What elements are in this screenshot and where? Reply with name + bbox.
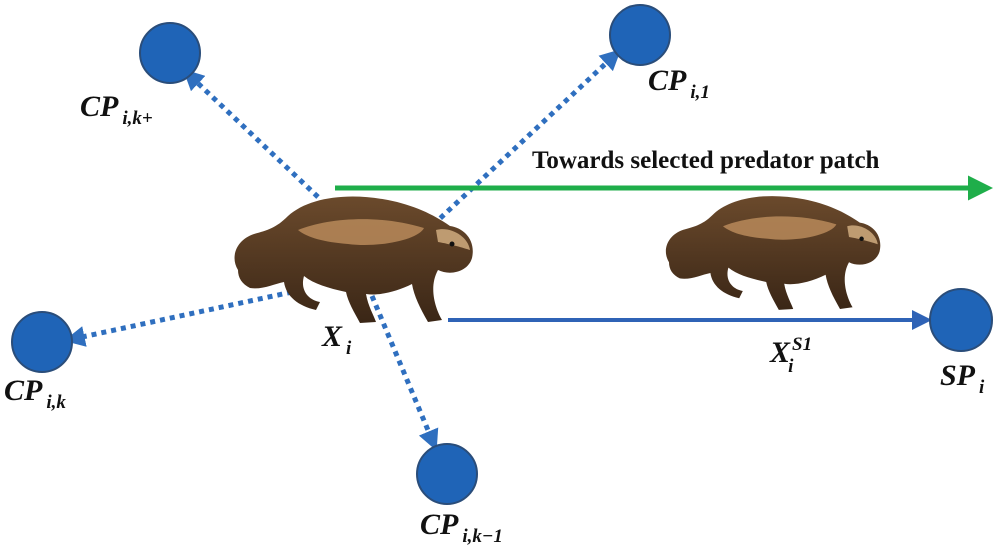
arrow-to-cp-k-plus [182,69,320,199]
node-cp-k-minus-1 [416,443,478,505]
wolverine-icon [665,196,881,310]
arrow-caption: Towards selected predator patch [532,147,880,174]
node-cp-k [11,311,73,373]
node-cp-1 [609,4,671,66]
node-cp-k-plus [139,22,201,84]
wolverine-icon [234,196,473,323]
arrow-to-cp-k [63,289,293,347]
arrow-to-cp-k-minus-1 [369,295,439,451]
nodes [11,4,993,505]
exploration-arrows [63,49,622,451]
node-sp [929,288,993,352]
arrow-to-cp-1 [431,49,622,227]
